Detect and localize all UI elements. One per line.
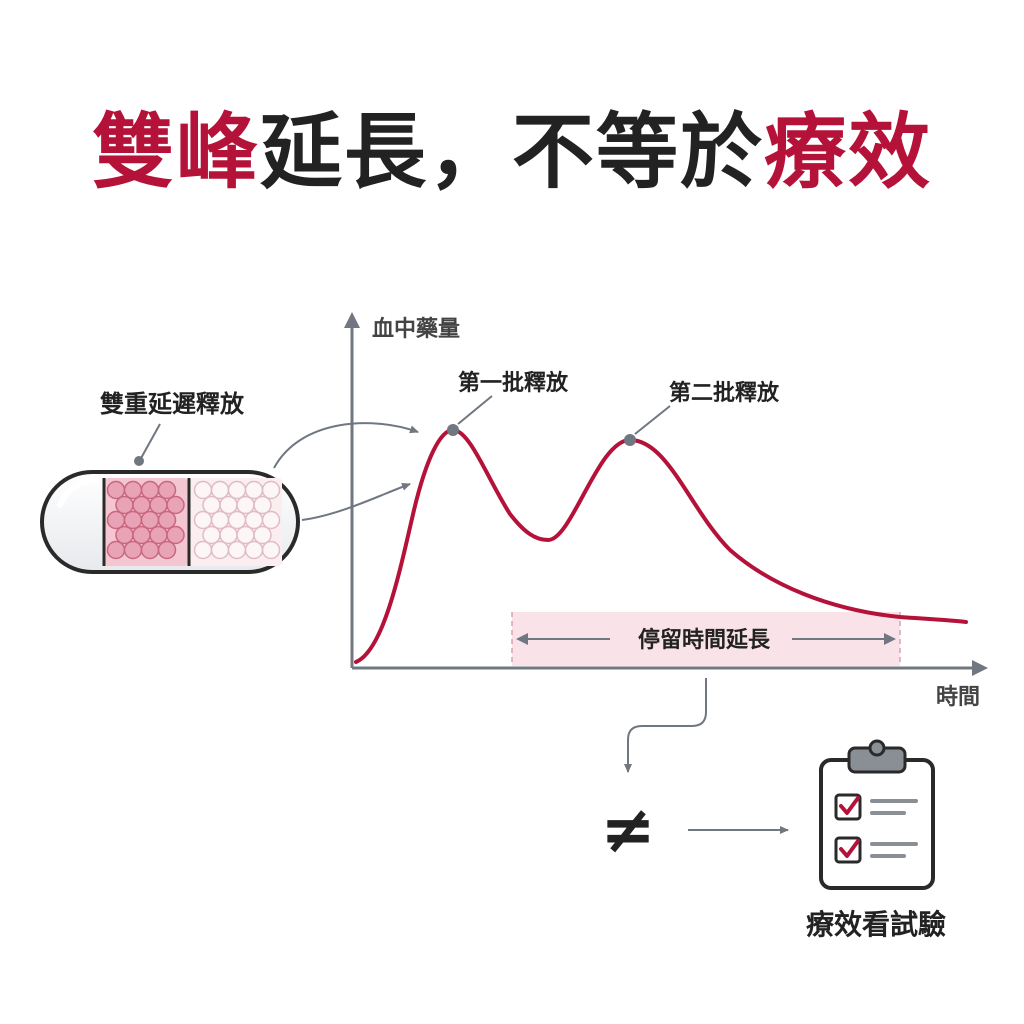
capsule-bead — [261, 510, 281, 530]
capsule-label: 雙重延遲釋放 — [100, 390, 245, 418]
arrow-capsule-to-peak1 — [273, 422, 419, 469]
capsule-bead — [202, 495, 221, 515]
capsule-bead — [140, 540, 160, 560]
peak2-pointer — [634, 405, 671, 435]
x-axis-arrowhead — [972, 660, 988, 676]
capsule-bead — [140, 510, 160, 530]
arrow-to-not-equal — [624, 678, 707, 773]
peak2-label: 第二批釋放 — [669, 380, 780, 406]
capsule-bead — [253, 525, 272, 545]
capsule-bead — [236, 525, 255, 545]
concentration-chart: 停留時間延長 血中藥量 時間 第一批釋放 第二批釋放 — [344, 312, 988, 710]
page-title: 雙峰延長，不等於療效 — [0, 105, 1024, 200]
capsule-bead — [106, 540, 126, 560]
capsule-bead — [106, 480, 126, 500]
capsule-bead — [210, 510, 230, 530]
capsule-bead — [149, 495, 168, 515]
capsule-pill — [40, 470, 300, 574]
capsule-bead — [115, 525, 134, 545]
capsule-bead — [132, 495, 151, 515]
capsule-label-pointer — [139, 423, 161, 461]
capsule-bead — [244, 510, 264, 530]
capsule-bead — [261, 480, 281, 500]
concentration-curve — [354, 427, 968, 664]
capsule-bead — [202, 525, 221, 545]
capsule-bead — [166, 495, 185, 515]
capsule-left-beads — [106, 480, 185, 560]
capsule-bead — [193, 480, 213, 500]
capsule-bead — [227, 540, 247, 560]
capsule-bead — [244, 480, 264, 500]
capsule-bead — [149, 525, 168, 545]
conclusion-label: 療效看試驗 — [806, 908, 946, 941]
capsule-bead — [123, 510, 143, 530]
capsule-bead — [253, 495, 272, 515]
peak2-marker — [624, 434, 636, 446]
capsule-bead — [157, 540, 177, 560]
capsule-bead — [132, 525, 151, 545]
peak1-pointer — [457, 395, 493, 425]
x-axis-label: 時間 — [936, 685, 980, 710]
capsule-bead — [157, 510, 177, 530]
title-middle-text: 延長，不等於 — [259, 105, 764, 200]
capsule-bead — [157, 480, 177, 500]
capsule-bead — [236, 495, 255, 515]
y-axis-label: 血中藥量 — [372, 316, 460, 342]
peak1-marker — [447, 424, 459, 436]
capsule-bead — [193, 540, 213, 560]
capsule-bead — [227, 510, 247, 530]
capsule-bead — [115, 495, 134, 515]
capsule-bead — [193, 510, 213, 530]
band-label: 停留時間延長 — [638, 627, 771, 653]
y-axis-arrowhead — [344, 312, 360, 328]
title-highlight-efficacy: 療效 — [764, 105, 933, 200]
arrow-capsule-to-curve — [301, 482, 411, 521]
capsule-bead — [106, 510, 126, 530]
capsule-right-beads — [193, 480, 281, 560]
not-equal-symbol: ≠ — [600, 791, 655, 868]
peak1-label: 第一批釋放 — [458, 370, 569, 396]
capsule-bead — [123, 540, 143, 560]
capsule-label-dot — [134, 456, 144, 466]
capsule-bead — [261, 540, 281, 560]
capsule-bead — [123, 480, 143, 500]
capsule-bead — [219, 495, 238, 515]
capsule-bead — [244, 540, 264, 560]
title-highlight-double-peak: 雙峰 — [91, 105, 260, 200]
clipboard-checklist-icon — [819, 739, 935, 890]
capsule-bead — [219, 525, 238, 545]
capsule-bead — [227, 480, 247, 500]
capsule-bead — [210, 540, 230, 560]
capsule-bead — [210, 480, 230, 500]
capsule-bead — [166, 525, 185, 545]
capsule-bead — [140, 480, 160, 500]
